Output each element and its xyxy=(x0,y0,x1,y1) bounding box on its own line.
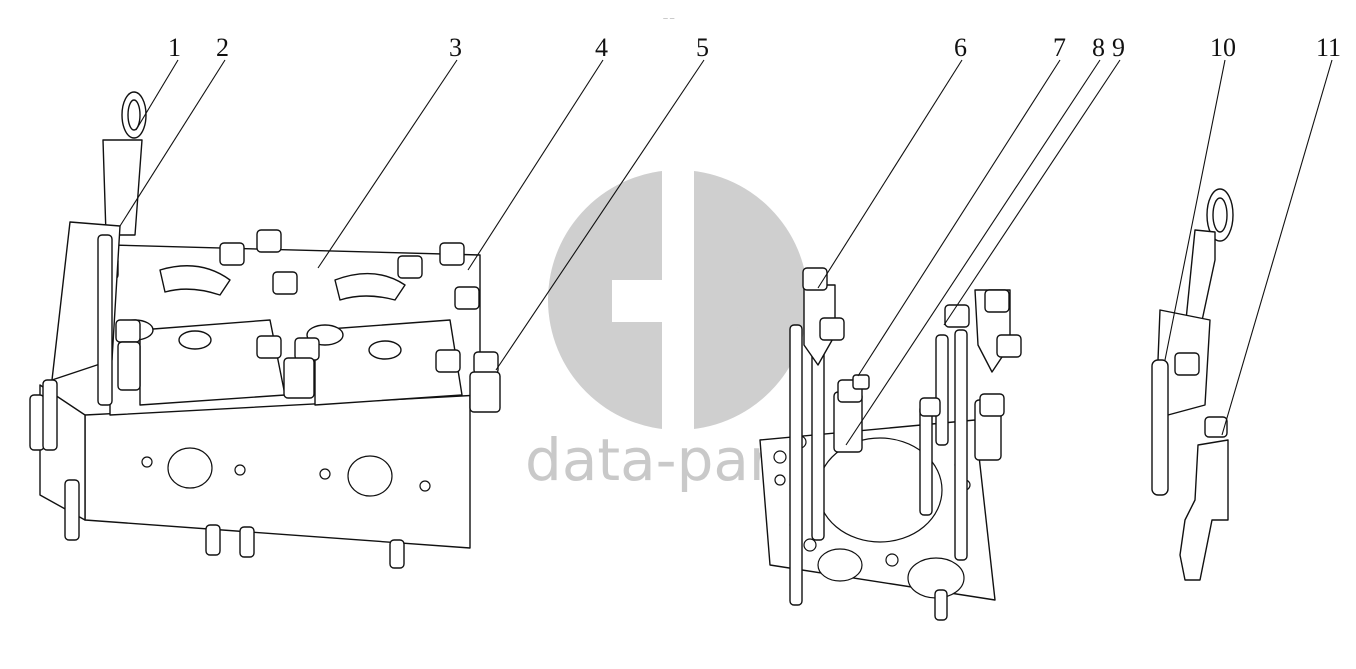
leader-4 xyxy=(467,59,604,271)
leader-1 xyxy=(135,59,179,131)
callout-10: 10 xyxy=(1210,33,1236,62)
leader-8 xyxy=(845,59,1101,446)
leader-2 xyxy=(119,59,226,227)
injector-clamp-assembly xyxy=(1151,188,1234,581)
callout-2: 2 xyxy=(216,33,229,62)
leader-5 xyxy=(495,59,705,371)
gd-logo xyxy=(548,170,808,430)
leader-7 xyxy=(857,59,1061,377)
callout-11: 11 xyxy=(1316,33,1341,62)
leader-10 xyxy=(1164,59,1226,361)
head-gasket-and-studs-assembly xyxy=(759,267,1022,621)
callout-9: 9 xyxy=(1112,33,1125,62)
watermark: data-parts xyxy=(525,170,826,494)
callout-3: 3 xyxy=(449,33,462,62)
callout-4: 4 xyxy=(595,33,608,62)
leader-6 xyxy=(817,59,963,289)
leader-3 xyxy=(317,59,458,269)
callout-5: 5 xyxy=(696,33,709,62)
leader-lines xyxy=(119,59,1333,446)
callout-7: 7 xyxy=(1053,33,1066,62)
callout-labels: 1 2 3 4 5 6 7 8 9 10 11 xyxy=(168,33,1341,62)
callout-1: 1 xyxy=(168,33,181,62)
leader-11 xyxy=(1221,59,1333,436)
top-mark: — — xyxy=(663,16,675,22)
callout-8: 8 xyxy=(1092,33,1105,62)
leader-9 xyxy=(943,59,1121,326)
callout-6: 6 xyxy=(954,33,967,62)
cylinder-head-assembly xyxy=(29,91,501,569)
